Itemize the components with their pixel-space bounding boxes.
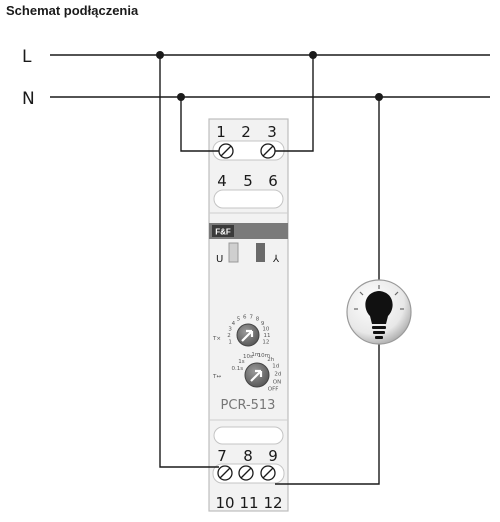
terminal-label-4: 4	[217, 172, 227, 190]
dial-1-scale-label: 3	[228, 327, 232, 333]
line-label-l: L	[22, 47, 32, 67]
wire-l-to-terminal-3	[275, 55, 314, 152]
junction-dot	[375, 93, 383, 101]
dial-1-scale-label: 5	[237, 317, 241, 323]
terminal-screw-7	[217, 465, 233, 481]
junction-dot	[177, 93, 185, 101]
dial-2-scale-label: 10m	[258, 353, 270, 359]
dial-2-scale-label: 2h	[267, 357, 274, 363]
brand-text: F&F	[215, 228, 231, 237]
terminal-screw-3	[260, 143, 276, 159]
dial-1-scale-label: 2	[227, 333, 231, 339]
terminal-label-2: 2	[241, 123, 251, 141]
light-rays-icon	[354, 285, 404, 310]
dial-1-scale-label: 4	[232, 321, 236, 327]
terminal-strip-lower	[213, 426, 284, 445]
terminal-label-3: 3	[267, 123, 277, 141]
dial-1-scale-label: 7	[250, 314, 254, 320]
line-label-n: N	[22, 89, 35, 109]
junction-dot	[309, 51, 317, 59]
indicator-u-label: U	[216, 254, 223, 265]
device-body	[208, 118, 289, 512]
terminal-label-1: 1	[216, 123, 226, 141]
wire-terminal-12-to-lamp	[275, 343, 380, 485]
dial-1-scale-label: 12	[262, 340, 269, 346]
dial-2-scale-label: 0.1s	[231, 366, 243, 372]
wire-l-to-terminal-7	[159, 55, 219, 468]
terminal-label-10: 10	[215, 494, 234, 512]
wire-n-to-terminal-1	[180, 97, 219, 152]
dial-2-scale-label: ON	[273, 379, 281, 385]
dial-1-scale-label: 6	[243, 314, 247, 320]
dial-2-arrow-icon	[250, 369, 263, 382]
terminal-label-11: 11	[239, 494, 258, 512]
terminal-label-9: 9	[268, 447, 278, 465]
light-bulb-icon	[346, 279, 412, 345]
power-indicator	[228, 242, 239, 263]
dial-2-scale-label: 1s	[238, 359, 244, 365]
dial-2-scale-label: 10s	[243, 354, 253, 360]
terminal-screw-1	[218, 143, 234, 159]
terminal-label-7: 7	[217, 447, 227, 465]
dial-2-scale-label: 1d	[272, 364, 279, 370]
dial-1-scale-label: 9	[261, 321, 265, 327]
terminal-label-6: 6	[268, 172, 278, 190]
dial-1-label: T×	[212, 336, 221, 342]
dial-1-scale-label: 8	[256, 317, 260, 323]
page-title: Schemat podłączenia	[6, 3, 139, 18]
dial-1-scale-label: 10	[262, 327, 269, 333]
terminal-label-5: 5	[243, 172, 253, 190]
indicator-relay-label: ⅄	[273, 254, 280, 265]
terminal-screw-8	[238, 465, 254, 481]
terminal-strip-upper	[213, 189, 284, 209]
brand-logo	[212, 225, 234, 237]
dial-2-scale-label: 2d	[274, 371, 281, 377]
terminal-label-12: 12	[263, 494, 282, 512]
terminal-label-8: 8	[243, 447, 253, 465]
dial-2-scale-label: 1m	[251, 352, 260, 358]
model-name: PCR-513	[221, 398, 276, 413]
junction-dot	[156, 51, 164, 59]
dial-1-arrow-icon	[241, 329, 254, 342]
dial-2-label: T↔	[212, 374, 221, 380]
terminal-screw-9	[260, 465, 276, 481]
dial-1-scale-label: 11	[264, 333, 271, 339]
dial-1-scale-label: 1	[228, 340, 232, 346]
dial-2-scale-label: OFF	[268, 387, 279, 393]
wiring	[50, 54, 490, 485]
relay-indicator	[256, 243, 265, 262]
